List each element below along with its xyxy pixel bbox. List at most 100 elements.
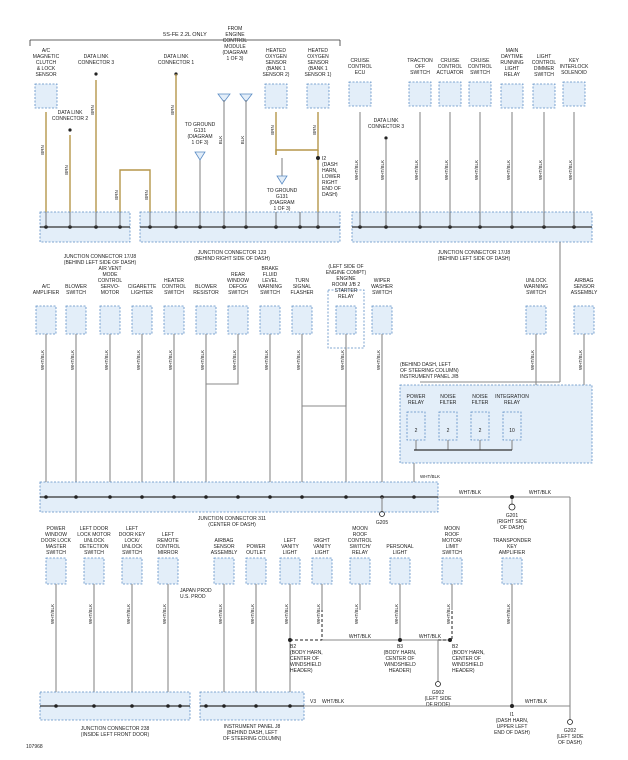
wire-color-label: WHT/BLK [420, 474, 440, 479]
component-cruise_sw-body [468, 81, 492, 107]
component-drl-label: RELAY [504, 72, 521, 78]
component-pw_master-label: WINDOW [45, 532, 67, 538]
component-blower_sw-body [65, 305, 87, 335]
splice-b3-label: B3 (BODY HARN, CENTER OF WINDSHIELD HEAD… [384, 644, 417, 674]
component-moonroof_relay-label: ROOF [353, 532, 367, 538]
wire-color-label: WHT/BLK [354, 160, 359, 180]
ipjb-left-caption: INSTRUMENT PANEL J8 (BEHIND DASH, LEFT O… [223, 724, 282, 742]
component-heater_sw-body [163, 305, 185, 335]
component-moonroof_relay-label: CONTROL [348, 538, 373, 544]
i1-l3: UPPER LEFT [497, 724, 528, 730]
component-cruise_ecu-label: ECU [355, 70, 366, 76]
component-ho2s1-label: (BANK 1 [308, 66, 328, 72]
component-ground-label: (DIAGRAM [188, 134, 213, 140]
jc311-caption-l1: JUNCTION CONNECTOR 311 [198, 516, 266, 522]
b2b-l5: HEADER) [452, 668, 475, 674]
junction-pin [108, 495, 112, 499]
jc123-caption-l1: JUNCTION CONNECTOR 123 [198, 250, 267, 256]
component-moonroof_limit-label: MOON [444, 526, 460, 532]
ip-relay-body [406, 411, 426, 441]
wire-color-label: BRN [170, 105, 175, 115]
component-air_vent-label: AIR VENT [98, 266, 121, 272]
ip-relay-body [438, 411, 458, 441]
component-ho2s1-label: HEATED [308, 48, 328, 54]
wire-color-label: WHT/BLK [162, 604, 167, 624]
junction-pin [254, 704, 258, 708]
component-brake_fluid-label: WARNING [258, 284, 282, 290]
b2b-l2: (BODY HARN, [452, 650, 485, 656]
jc17-right-caption-l1: JUNCTION CONNECTOR 17/J8 [438, 250, 511, 256]
component-moonroof_limit-body [441, 557, 463, 585]
wire-color-label: BLK [240, 136, 245, 145]
wire-color-label: BRN [64, 165, 69, 175]
wire-color-label: WHT/BLK [506, 604, 511, 624]
g201-label-l1: G201 [506, 513, 518, 519]
component-ldkey-label: SWITCH [122, 550, 142, 556]
component-rear_defog-label: SWITCH [228, 290, 248, 296]
splice-b2b-label: B2 (BODY HARN, CENTER OF WINDSHIELD HEAD… [452, 644, 485, 674]
wire [205, 334, 239, 385]
wire-color-label: WHT/BLK [538, 160, 543, 180]
component-pw_master-body [45, 557, 67, 585]
component-turn_flasher-label: SIGNAL [293, 284, 312, 290]
splice-i2-label-line: HARN, [322, 168, 338, 174]
component-cruise_act-body [438, 81, 462, 107]
component-airbag_sensor-body [573, 305, 595, 335]
component-pw_master-label: MASTER [46, 544, 67, 550]
v3-label: V3 [310, 699, 316, 705]
component-lr_mirror-label: MIRROR [158, 550, 179, 556]
component-personal-body [389, 557, 411, 585]
wire-color-label: BLK [218, 136, 223, 145]
wire-color-label: BRN [270, 125, 275, 135]
component-rear_defog-label: WINDOW [227, 278, 249, 284]
component-keyint-body [562, 81, 586, 107]
g202-label: G202 (LEFT SIDE OF DASH) [557, 728, 585, 746]
junction-pin [74, 495, 78, 499]
component-ac_mag-label: MAGNETIC [33, 54, 60, 60]
component-moonroof_relay-body [349, 557, 371, 585]
component-air_vent-label: MODE [103, 272, 119, 278]
component-ho2s2-label: OXYGEN [265, 54, 287, 60]
component-turn_flasher-label: TURN [295, 278, 309, 284]
component-airbag_asm-label: SENSOR [213, 544, 235, 550]
component-moonroof_limit-label: MOTOR/ [442, 538, 463, 544]
component-transponder-label: AMPLIFIER [499, 550, 526, 556]
ip-relay-body [470, 411, 490, 441]
component-cruise_act-label: CONTROL [438, 64, 463, 70]
junction-pin [166, 704, 170, 708]
component-ldl_motor-label: DETECTION [80, 544, 109, 550]
ip-relay-pin: 2 [447, 428, 450, 434]
g902-l3: OF ROOF) [426, 702, 451, 708]
component-dlc1-label: DATA LINK [164, 54, 189, 60]
component-unlock_warn-label: SWITCH [526, 290, 546, 296]
component-air_vent-body [99, 305, 121, 335]
junction-pins-bottom [54, 704, 292, 708]
component-airbag_sensor-label: AIRBAG [575, 278, 594, 284]
component-blower_sw-label: SWITCH [66, 290, 86, 296]
b3-l5: HEADER) [389, 668, 412, 674]
component-starter-label: (LEFT SIDE OF [328, 264, 363, 270]
component-rear_defog-body [227, 305, 249, 335]
component-cruise_ecu-label: CONTROL [348, 64, 373, 70]
figure-id: 107968 [26, 744, 43, 750]
splice-i2-label-line: I2 [322, 156, 326, 162]
wire-color-label: WHT/BLK [264, 350, 269, 370]
component-ldkey-body [121, 557, 143, 585]
jc123-caption-l2: (BEHIND RIGHT SIDE OF DASH) [194, 256, 270, 262]
component-heater_sw-label: CONTROL [162, 284, 187, 290]
component-moonroof_limit-label: SWITCH [442, 550, 462, 556]
wire-color-label: WHT/BLK [506, 160, 511, 180]
component-dimmer-body [532, 83, 556, 109]
